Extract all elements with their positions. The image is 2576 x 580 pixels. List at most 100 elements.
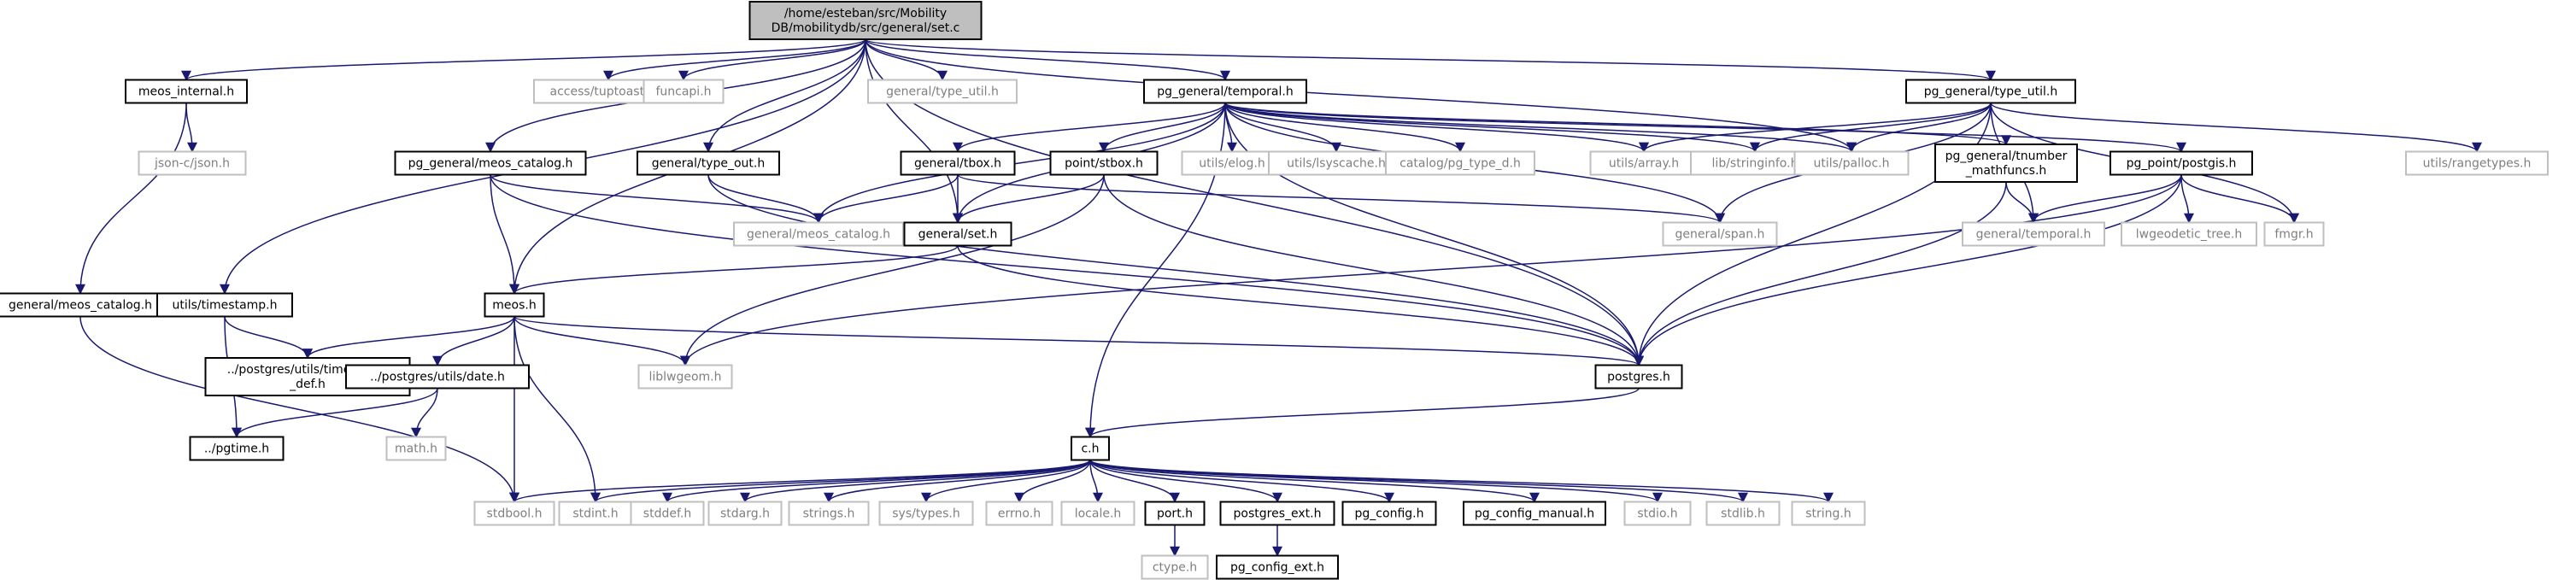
node-label: stdio.h: [1637, 507, 1677, 521]
node-root[interactable]: /home/esteban/src/MobilityDB/mobilitydb/…: [748, 1, 983, 40]
node-label: pg_config_ext.h: [1230, 561, 1324, 575]
edge-meos-to-stdint: [513, 316, 601, 503]
edge-postgis-to-postgres: [1634, 174, 2182, 366]
edge-c-to-locale: [1089, 460, 1103, 503]
node-label: fmgr.h: [2274, 228, 2313, 242]
node-label: general/span.h: [1675, 228, 1765, 242]
edge-date-to-math: [411, 388, 438, 438]
node-label: utils/lsyscache.h: [1287, 157, 1386, 171]
edge-postgres-to-c: [1085, 387, 1640, 438]
edge-stbox-to-postgres: [1103, 174, 1644, 366]
node-label: errno.h: [998, 507, 1041, 521]
node-label: _mathfuncs.h: [1965, 164, 2047, 178]
node-label: general/meos_catalog.h: [9, 299, 152, 313]
node-pg-meos-catalog[interactable]: pg_general/meos_catalog.h: [394, 150, 587, 176]
node-box: [1623, 501, 1692, 526]
node-box: [345, 364, 530, 390]
node-box: [2263, 221, 2325, 247]
node-box: [1934, 144, 2078, 183]
node-box: [1049, 150, 1159, 176]
node-stdio: stdio.h: [1623, 501, 1692, 526]
edges-layer: [75, 38, 2482, 557]
node-meos[interactable]: meos.h: [484, 292, 545, 318]
edge-postgis-to-fmgr: [2180, 174, 2299, 224]
node-box: [1793, 150, 1910, 176]
node-general-set[interactable]: general/set.h: [903, 221, 1012, 247]
node-c[interactable]: c.h: [1071, 436, 1110, 461]
edge-stbox-to-liblwgeom: [680, 174, 1105, 366]
node-box: [394, 150, 587, 176]
edge-pg-temporal-to-postgres: [1224, 103, 1644, 366]
edge-pg-temporal-to-palloc: [1224, 102, 1857, 153]
node-pg-type-d: catalog/pg_type_d.h: [1385, 150, 1535, 176]
node-box: [748, 1, 983, 40]
node-string: string.h: [1791, 501, 1866, 526]
node-lsyscache: utils/lsyscache.h: [1268, 150, 1405, 176]
node-postgis[interactable]: pg_point/postgis.h: [2110, 150, 2253, 176]
node-pgtime[interactable]: ../pgtime.h: [189, 436, 285, 461]
node-label: ctype.h: [1153, 561, 1197, 575]
node-label: postgres.h: [1607, 371, 1670, 384]
node-box: [1071, 436, 1110, 461]
edge-meos-to-date: [432, 316, 515, 366]
node-box: [1791, 501, 1866, 526]
node-math: math.h: [385, 436, 447, 461]
edge-general-set-to-postgres: [957, 245, 1644, 366]
node-box: [1060, 501, 1135, 526]
node-box: [903, 221, 1012, 247]
node-pg-config[interactable]: pg_config.h: [1341, 501, 1437, 526]
node-general-meos-catalog: general/meos_catalog.h: [733, 221, 904, 247]
node-box: [1662, 221, 1778, 247]
node-label: general/type_util.h: [886, 85, 999, 99]
node-label: point/stbox.h: [1065, 157, 1143, 171]
node-pg-config-ext[interactable]: pg_config_ext.h: [1216, 554, 1339, 580]
edge-pg-type-util-to-array: [1639, 103, 1992, 153]
node-box: [637, 364, 733, 390]
node-meos-internal[interactable]: meos_internal.h: [125, 79, 248, 104]
node-pg-temporal[interactable]: pg_general/temporal.h: [1143, 79, 1307, 104]
node-label: DB/mobilitydb/src/general/set.c: [772, 21, 960, 35]
node-tbox[interactable]: general/tbox.h: [900, 150, 1016, 176]
node-label: utils/elog.h: [1199, 157, 1265, 171]
node-label: sys/types.h: [892, 507, 959, 521]
node-label: utils/palloc.h: [1814, 157, 1890, 171]
node-label: liblwgeom.h: [648, 371, 721, 384]
node-label: meos.h: [492, 299, 536, 313]
node-pg-type-util[interactable]: pg_general/type_util.h: [1905, 79, 2076, 104]
node-label: pg_config.h: [1355, 507, 1424, 521]
node-box: [385, 436, 447, 461]
node-label: general/tbox.h: [914, 157, 1001, 171]
node-label: ../pgtime.h: [204, 442, 269, 456]
node-box: [878, 501, 974, 526]
node-postgres[interactable]: postgres.h: [1594, 364, 1683, 390]
node-box: [1143, 79, 1307, 104]
node-box: [788, 501, 870, 526]
node-funcapi: funcapi.h: [643, 79, 725, 104]
node-label: stdint.h: [572, 507, 618, 521]
edge-meos-to-postgres: [513, 315, 1644, 366]
node-meos-catalog-left[interactable]: general/meos_catalog.h: [0, 292, 166, 318]
node-general-type-util: general/type_util.h: [867, 79, 1018, 104]
node-postgres-ext[interactable]: postgres_ext.h: [1219, 501, 1335, 526]
edge-c-to-postgres-ext: [1089, 460, 1282, 503]
node-port[interactable]: port.h: [1144, 501, 1206, 526]
node-label: lwgeodetic_tree.h: [2136, 228, 2242, 242]
node-tnumber-mathfuncs[interactable]: pg_general/tnumber_mathfuncs.h: [1934, 144, 2078, 183]
node-timestamp[interactable]: utils/timestamp.h: [156, 292, 293, 318]
edge-pg-temporal-to-general-meos-catalog: [813, 103, 1226, 224]
node-sys-types: sys/types.h: [878, 501, 974, 526]
edge-pg-type-util-to-rangetypes: [1990, 102, 2482, 153]
node-box: [1594, 364, 1683, 390]
edge-root-to-funcapi: [678, 38, 866, 81]
node-type-out[interactable]: general/type_out.h: [637, 150, 780, 176]
edge-c-to-stdint: [590, 459, 1091, 503]
node-errno: errno.h: [985, 501, 1053, 526]
node-pg-config-manual[interactable]: pg_config_manual.h: [1463, 501, 1606, 526]
node-stbox[interactable]: point/stbox.h: [1049, 150, 1159, 176]
node-locale: locale.h: [1060, 501, 1135, 526]
node-date[interactable]: ../postgres/utils/date.h: [345, 364, 530, 390]
node-box: [156, 292, 293, 318]
node-label: ../postgres/utils/date.h: [370, 371, 505, 384]
node-box: [558, 501, 633, 526]
node-box: [2405, 150, 2549, 176]
